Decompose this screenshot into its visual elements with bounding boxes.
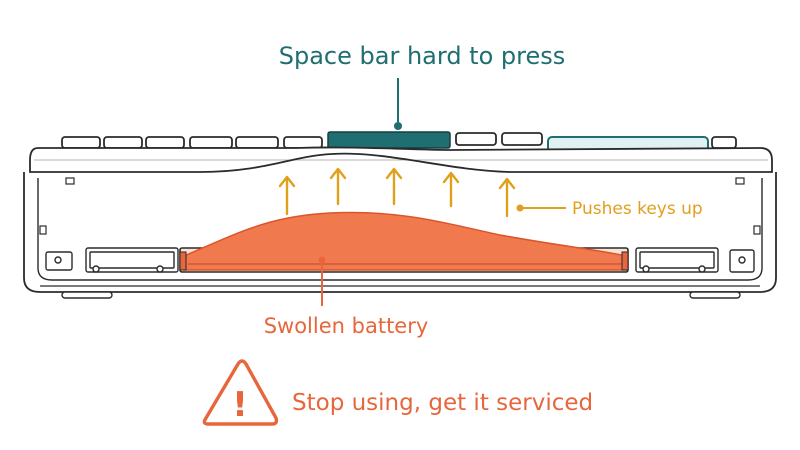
laptop-case-outline xyxy=(23,172,777,293)
interior-screws xyxy=(39,177,761,235)
arrow-up-icon xyxy=(278,167,516,218)
space-bar-leader-dot xyxy=(394,122,402,130)
key xyxy=(501,132,543,146)
pushes-keys-label: Pushes keys up xyxy=(572,199,703,219)
battery-end-left xyxy=(179,251,187,271)
swollen-battery-icon xyxy=(183,211,627,271)
laptop-foot-left xyxy=(61,291,113,299)
key xyxy=(455,132,497,146)
keyboard-keys xyxy=(61,132,737,149)
key xyxy=(235,136,279,149)
key xyxy=(103,136,143,149)
battery-leader-dot xyxy=(318,256,326,264)
battery-end-right xyxy=(621,251,629,271)
swollen-battery-label: Swollen battery xyxy=(264,314,429,338)
warning-exclamation: ! xyxy=(232,385,248,425)
right-component-bracket xyxy=(635,247,755,273)
laptop-foot-right xyxy=(689,291,741,299)
space-bar-label: Space bar hard to press xyxy=(279,42,566,70)
laptop-case-inner-wall xyxy=(37,178,763,281)
key xyxy=(189,136,233,149)
laptop-top-deck xyxy=(29,146,773,173)
left-component-bracket xyxy=(45,247,179,273)
warning-label: Stop using, get it serviced xyxy=(292,390,593,416)
key xyxy=(283,136,323,149)
warning-triangle-icon: ! xyxy=(202,359,279,426)
key xyxy=(711,136,737,149)
pushes-keys-leader-dot xyxy=(516,204,524,212)
space-bar-key xyxy=(327,131,451,149)
key xyxy=(145,136,185,149)
key xyxy=(61,136,101,149)
